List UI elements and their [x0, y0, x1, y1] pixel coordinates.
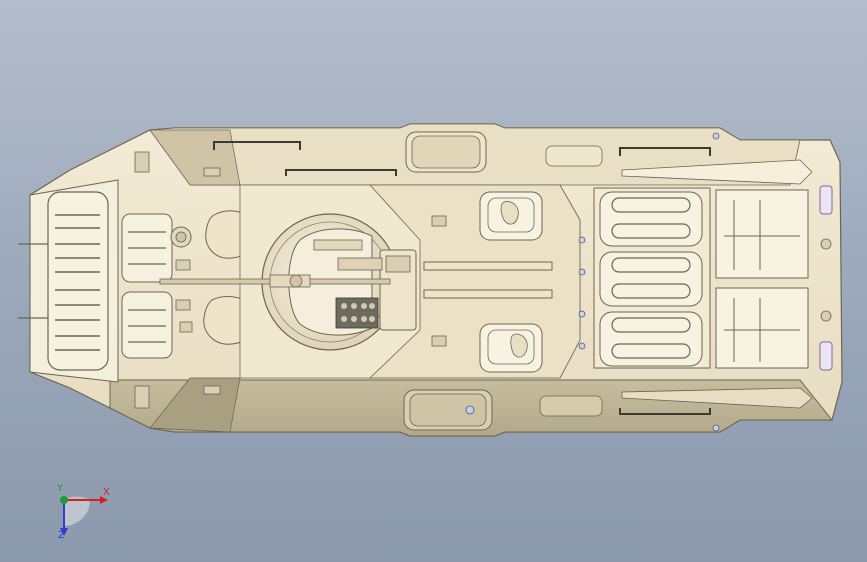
axis-z-label: Z	[58, 530, 65, 541]
axis-triad	[60, 496, 108, 536]
axis-y-label: Y	[57, 483, 64, 494]
troop-hatches[interactable]	[593, 187, 809, 369]
driver-hatches[interactable]	[121, 213, 192, 359]
turret[interactable]	[159, 213, 417, 351]
grab-rails	[213, 141, 711, 415]
front-hatch[interactable]	[18, 179, 119, 383]
side-hatches[interactable]	[403, 131, 603, 431]
axis-x-label: X	[103, 487, 110, 498]
rear-lights	[819, 185, 833, 371]
stowage-boxes	[621, 159, 813, 409]
periscopes	[134, 151, 221, 409]
bolts	[465, 132, 720, 432]
commander-hatches[interactable]	[479, 191, 543, 373]
